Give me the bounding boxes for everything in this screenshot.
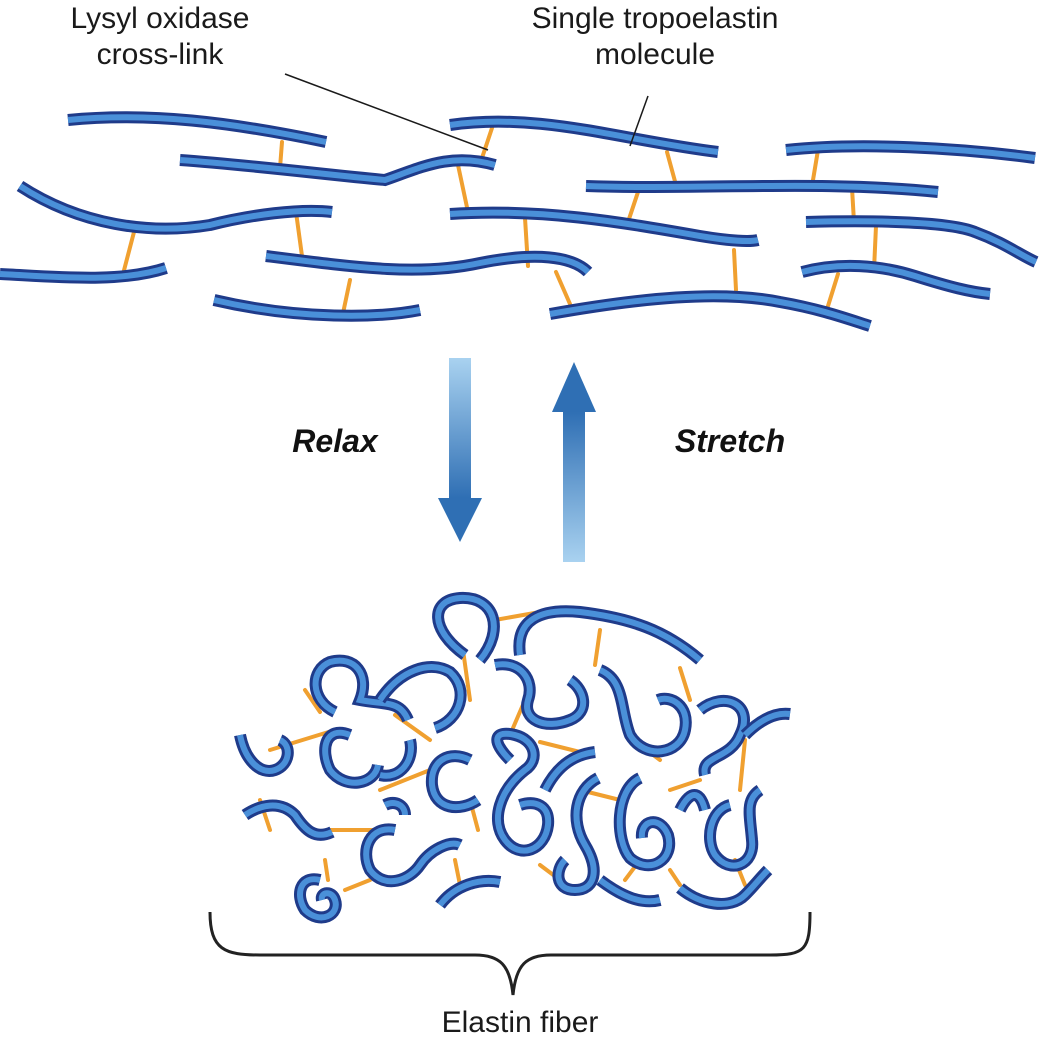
- crosslink-label-line1: Lysyl oxidase: [70, 2, 250, 35]
- tropo-leader: [629, 95, 649, 147]
- crosslink: [323, 858, 330, 882]
- relaxed-strands: [234, 591, 791, 924]
- tropoelastin-coil: [552, 772, 602, 897]
- crosslink: [732, 248, 738, 292]
- tropoelastin-label-line2: molecule: [594, 38, 716, 71]
- tropoelastin-coil: [309, 654, 414, 723]
- tropoelastin-coil: [241, 799, 335, 841]
- tropoelastin-coil: [513, 605, 704, 665]
- crosslink: [480, 126, 494, 160]
- crosslink-leader: [284, 73, 489, 151]
- tropoelastin-coil: [294, 873, 342, 924]
- crosslink: [393, 713, 432, 742]
- tropoelastin-coil: [539, 746, 596, 793]
- tropoelastin-strand: [179, 154, 497, 187]
- tropoelastin-coil: [319, 726, 384, 789]
- tropoelastin-label-line1: Single tropoelastin: [531, 2, 779, 35]
- tropoelastin-coil: [696, 694, 750, 777]
- crosslink: [626, 190, 640, 224]
- crosslink: [456, 163, 470, 214]
- tropoelastin-coil: [674, 789, 711, 813]
- tropoelastin-coil: [425, 750, 482, 813]
- tropoelastin-strand: [449, 115, 719, 158]
- crosslink: [593, 628, 602, 667]
- tropoelastin-strand: [265, 250, 593, 277]
- crosslink: [294, 210, 304, 258]
- tropoelastin-coil: [360, 823, 463, 888]
- crosslink: [826, 272, 840, 308]
- tropoelastin-coil: [435, 874, 502, 909]
- crosslink: [461, 648, 472, 702]
- relax-arrow: [438, 358, 482, 542]
- tropoelastin-coil: [676, 865, 773, 910]
- tropoelastin-coil: [704, 785, 764, 872]
- stretched-strands: [0, 111, 1039, 332]
- tropoelastin-strand: [449, 206, 760, 247]
- label-leaders: [284, 73, 649, 151]
- tropoelastin-coil: [432, 591, 500, 664]
- tropoelastin-strand: [212, 294, 422, 322]
- stretch-arrow: [552, 362, 596, 562]
- tropoelastin-coil: [491, 727, 555, 857]
- tropoelastin-strand: [800, 259, 991, 300]
- tropoelastin-coil: [382, 797, 411, 816]
- tropoelastin-coil: [597, 664, 692, 758]
- crosslink-label: Lysyl oxidase cross-link: [10, 1, 310, 73]
- tropoelastin-coil: [378, 738, 417, 782]
- tropoelastin-coil: [234, 733, 294, 777]
- crosslink: [538, 740, 582, 754]
- crosslink: [453, 858, 462, 887]
- tropoelastin-strand: [548, 290, 872, 332]
- crosslink-label-line2: cross-link: [96, 38, 224, 71]
- tropoelastin-strand: [805, 215, 1039, 268]
- crosslink: [554, 270, 572, 306]
- tropoelastin-strand: [0, 262, 168, 284]
- tropoelastin-strand: [785, 140, 1036, 164]
- tropoelastin-label: Single tropoelastin molecule: [440, 1, 870, 73]
- crosslink: [668, 778, 702, 792]
- crosslink: [303, 688, 322, 714]
- tropoelastin-coil: [493, 658, 590, 730]
- crosslink: [668, 868, 682, 887]
- tropoelastin-coil: [596, 875, 662, 908]
- relax-label: Relax: [292, 423, 378, 459]
- tropoelastin-coil: [375, 661, 467, 734]
- crosslink: [343, 878, 372, 892]
- tropoelastin-strand: [67, 111, 328, 148]
- crosslink: [678, 666, 692, 702]
- fiber-brace: [208, 911, 812, 996]
- crosslink: [738, 738, 747, 792]
- elastin-fiber-label: Elastin fiber: [441, 1006, 599, 1039]
- tropoelastin-coil: [740, 707, 791, 740]
- crosslink: [378, 768, 432, 792]
- tropoelastin-strand: [585, 179, 939, 198]
- tropoelastin-strand: [16, 180, 333, 235]
- tropoelastin-coil: [613, 772, 676, 872]
- stretch-label: Stretch: [674, 423, 786, 459]
- crosslink: [665, 150, 678, 187]
